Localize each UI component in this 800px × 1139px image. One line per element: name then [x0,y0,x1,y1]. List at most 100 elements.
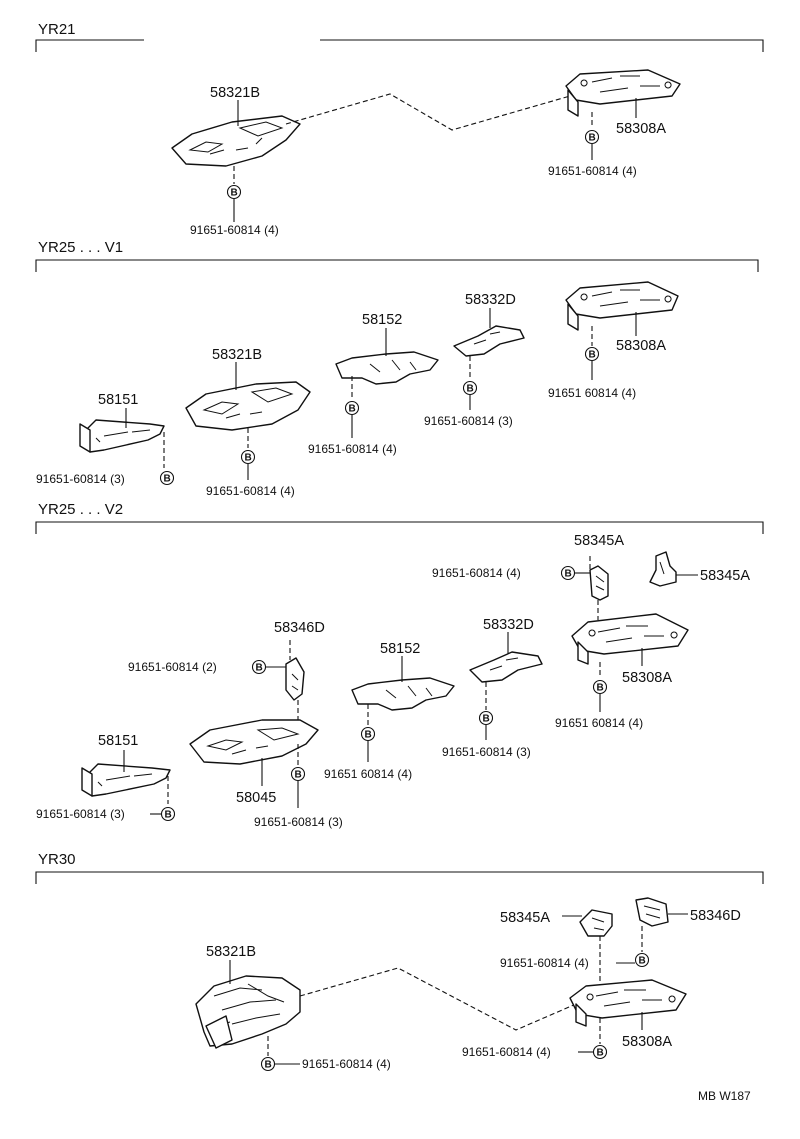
section-title: YR25 . . . V2 [38,501,123,518]
section-yr21: YR21 58321B 58308A B 91651-60814 (4) [35,21,764,237]
fastener-label: 91651-60814 (3) [442,745,531,759]
part-number-label: 58346D [274,620,325,636]
part-58332d[interactable] [469,651,543,683]
section-title: YR25 . . . V1 [38,239,123,256]
bolt-symbol: B [159,470,175,486]
fastener-label: 91651-60814 (4) [500,956,589,970]
section-bracket [35,521,764,534]
svg-text:B: B [295,770,302,781]
part-number-label: 58346D [690,908,741,924]
svg-text:B: B [565,569,572,580]
part-number-label: 58321B [212,347,262,363]
part-58332d[interactable] [453,325,525,357]
drawing-code: MB W187 [698,1089,751,1103]
part-58045[interactable] [189,719,319,765]
part-58308a[interactable] [569,979,687,1027]
section-title: YR21 [38,21,76,38]
part-number-label: 58321B [206,944,256,960]
part-58346d[interactable] [635,897,669,927]
fastener-label: 91651-60814 (4) [462,1045,551,1059]
svg-text:B: B [256,663,263,674]
section-bracket [35,259,759,272]
fastener-label: 91651-60814 (4) [206,484,295,498]
part-number-label: 58332D [465,292,516,308]
part-58308a[interactable] [571,613,689,665]
fastener-label: 91651-60814 (3) [254,815,343,829]
part-number-label: 58152 [380,641,420,657]
bolt-symbol: B [226,184,242,200]
part-58152[interactable] [335,351,439,385]
svg-text:B: B [589,133,596,144]
bolt-symbol: B [478,710,494,726]
fastener-label: 91651-60814 (4) [190,223,279,237]
part-58345a[interactable] [589,565,609,601]
part-58308a[interactable] [565,281,679,331]
part-number-label: 58152 [362,312,402,328]
part-number-label: 58345A [500,910,550,926]
bolt-symbol: B [560,565,576,581]
svg-text:B: B [265,1060,272,1071]
section-yr30: YR30 58321B B 91651-60814 (4) 58345A [35,851,764,1072]
fastener-label: 91651-60814 (4) [548,164,637,178]
svg-text:B: B [597,1048,604,1059]
part-number-label: 58345A [574,533,624,549]
bolt-symbol: B [260,1056,276,1072]
svg-text:B: B [365,730,372,741]
fastener-label: 91651-60814 (3) [36,807,125,821]
bolt-symbol: B [592,1044,608,1060]
bolt-symbol: B [584,346,600,362]
svg-text:B: B [597,683,604,694]
bolt-symbol: B [592,679,608,695]
fastener-label: 91651-60814 (4) [302,1057,391,1071]
section-bracket [35,871,764,884]
connection-dashed-line [285,93,571,131]
bolt-symbol: B [634,952,650,968]
bolt-symbol: B [584,129,600,145]
section-bracket [35,39,764,52]
svg-text:B: B [231,188,238,199]
part-number-label: 58321B [210,85,260,101]
svg-text:B: B [483,714,490,725]
fastener-label: 91651-60814 (3) [36,472,125,486]
part-number-label: 58308A [616,338,666,354]
fastener-label: 91651-60814 (3) [424,414,513,428]
bolt-symbol: B [462,380,478,396]
part-58321b[interactable] [195,975,301,1049]
part-number-label: 58308A [622,1034,672,1050]
part-58308a[interactable] [565,69,681,117]
part-number-label: 58308A [622,670,672,686]
part-58151[interactable] [81,763,171,797]
part-58346d[interactable] [285,657,305,701]
fastener-label: 91651 60814 (4) [324,767,412,781]
fastener-label: 91651-60814 (4) [308,442,397,456]
part-58345a[interactable] [579,909,613,937]
fastener-label: 91651 60814 (4) [555,716,643,730]
connection-dashed-line [299,967,577,1031]
svg-text:B: B [245,453,252,464]
bolt-symbol: B [344,400,360,416]
part-58152[interactable] [351,677,455,711]
bolt-symbol: B [290,766,306,782]
part-number-label: 58308A [616,121,666,137]
section-yr25-v1: YR25 . . . V1 58151 B 91651-60814 (3) 58… [35,239,759,498]
part-number-label: 58151 [98,392,138,408]
part-58345a-right[interactable] [649,551,677,587]
svg-text:B: B [164,474,171,485]
part-number-label: 58332D [483,617,534,633]
bolt-symbol: B [251,659,267,675]
part-58151[interactable] [79,419,165,453]
bolt-symbol: B [240,449,256,465]
svg-text:B: B [349,404,356,415]
svg-text:B: B [467,384,474,395]
svg-text:B: B [639,956,646,967]
fastener-label: 91651-60814 (4) [432,566,521,580]
section-yr25-v2: YR25 . . . V2 58345A B 91651-60814 (4) 5… [35,501,764,829]
fastener-label: 91651-60814 (2) [128,660,217,674]
part-58321b[interactable] [185,381,311,431]
part-58321b[interactable] [171,115,301,167]
part-number-label: 58151 [98,733,138,749]
svg-text:B: B [165,810,172,821]
part-number-label: 58045 [236,790,276,806]
